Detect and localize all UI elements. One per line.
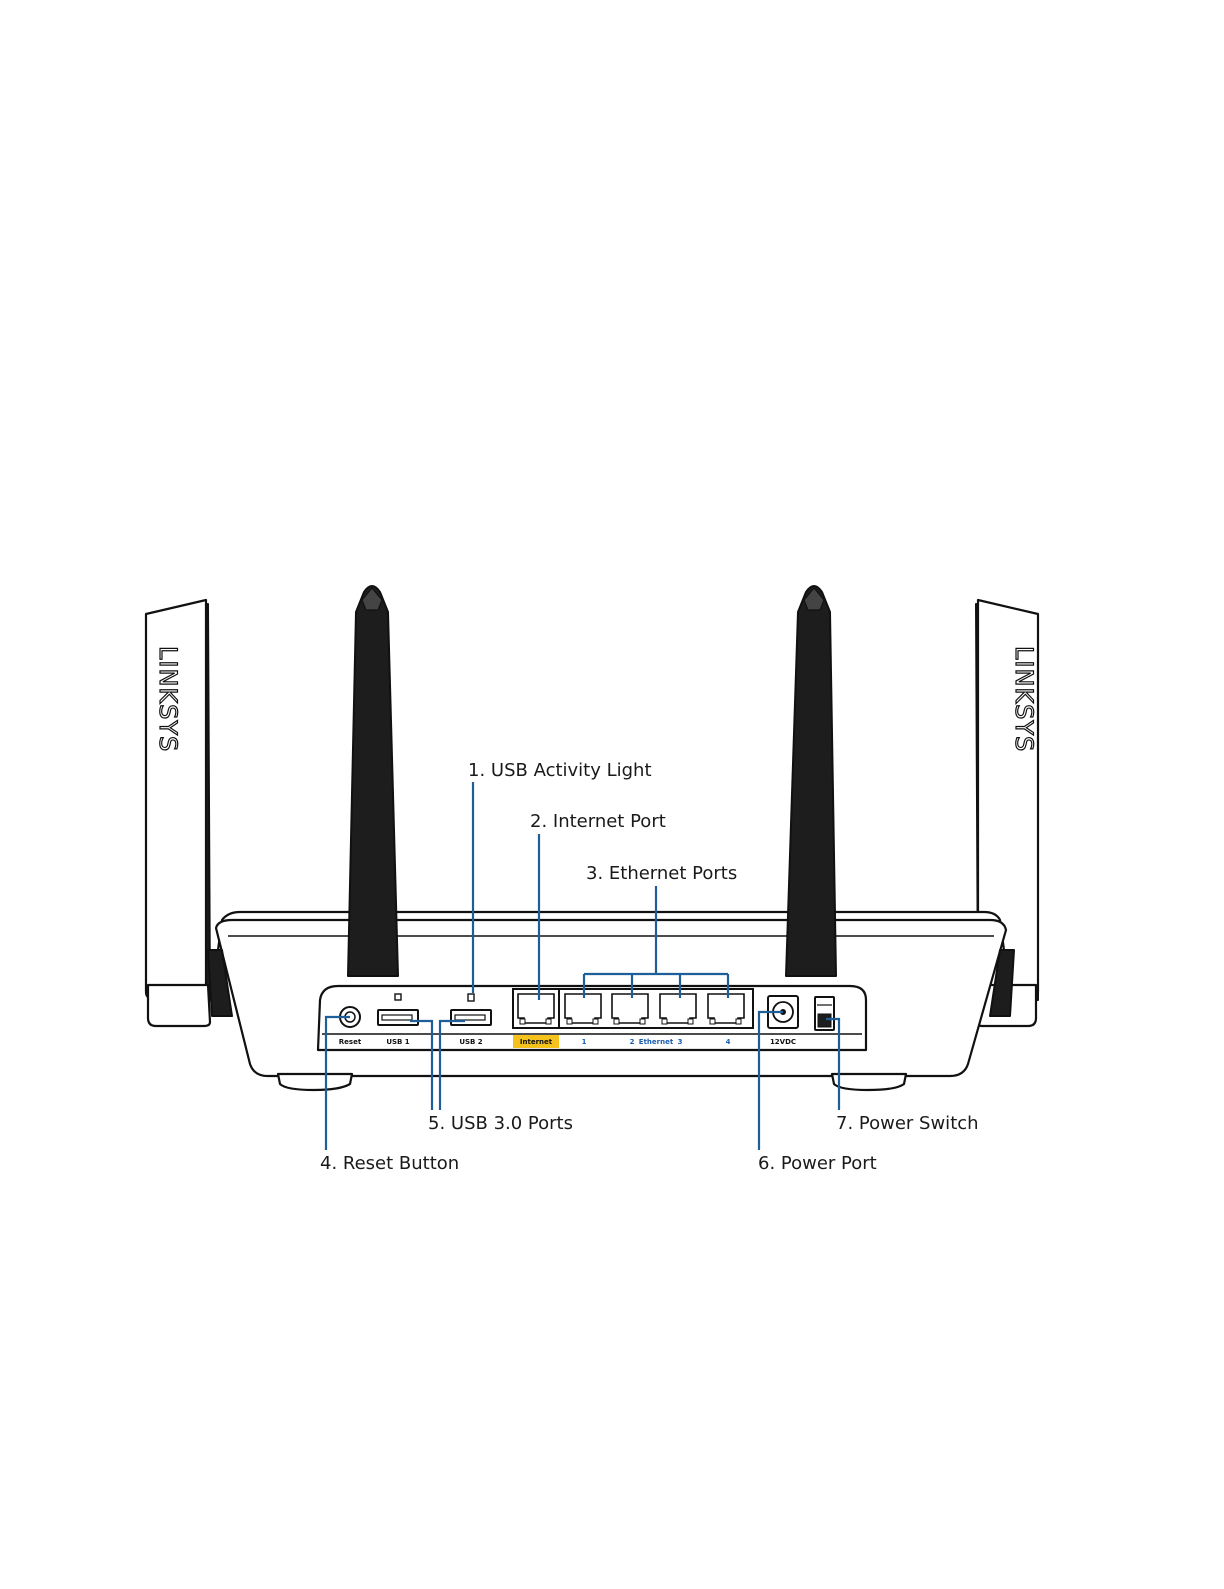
- right-inner-antenna: [786, 586, 836, 976]
- callout-usb-ports: 5. USB 3.0 Ports: [428, 1113, 573, 1134]
- left-antenna-brand: LINKSYS: [154, 646, 182, 752]
- ethernet-2-label: 2: [630, 1038, 635, 1046]
- usb2-port[interactable]: [451, 1010, 491, 1025]
- callout-usb-activity-light: 1. USB Activity Light: [468, 760, 652, 781]
- callout-ethernet-ports: 3. Ethernet Ports: [586, 863, 737, 884]
- ethernet-3-label: 3: [678, 1038, 683, 1046]
- right-antenna-brand: LINKSYS: [1010, 646, 1038, 752]
- power-switch[interactable]: [815, 997, 834, 1030]
- ethernet-port-2[interactable]: [612, 994, 648, 1024]
- ethernet-port-1[interactable]: [565, 994, 601, 1024]
- callout-power-port: 6. Power Port: [758, 1153, 877, 1174]
- ethernet-port-4[interactable]: [708, 994, 744, 1024]
- internet-label: Internet: [520, 1038, 553, 1046]
- usb1-label: USB 1: [386, 1038, 409, 1046]
- left-outer-antenna: LINKSYS: [146, 600, 210, 1026]
- usb2-label: USB 2: [459, 1038, 482, 1046]
- left-inner-antenna: [348, 586, 398, 976]
- usb1-indicator: [395, 994, 401, 1000]
- reset-label: Reset: [339, 1038, 362, 1046]
- callout-internet-port: 2. Internet Port: [530, 811, 666, 832]
- usb-activity-light: [468, 994, 474, 1001]
- ethernet-label: Ethernet: [639, 1038, 674, 1046]
- ethernet-1-label: 1: [582, 1038, 587, 1046]
- internet-port[interactable]: [513, 989, 559, 1028]
- usb1-port[interactable]: [378, 1010, 418, 1025]
- callout-reset-button: 4. Reset Button: [320, 1153, 459, 1174]
- ethernet-4-label: 4: [726, 1038, 731, 1046]
- power-label: 12VDC: [770, 1038, 796, 1046]
- callout-power-switch: 7. Power Switch: [836, 1113, 979, 1134]
- ethernet-port-3[interactable]: [660, 994, 696, 1024]
